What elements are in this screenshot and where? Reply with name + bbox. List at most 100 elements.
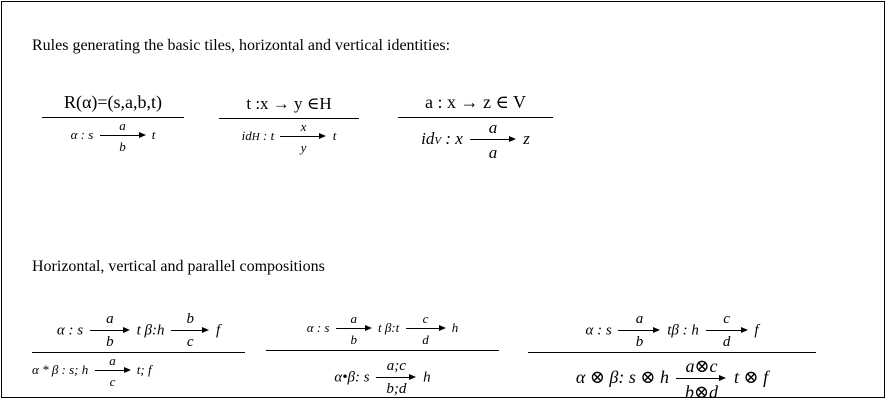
- arrow-top-label: a: [350, 311, 357, 326]
- arrow-bottom-label: d: [422, 332, 429, 347]
- premise-text: h: [451, 319, 459, 335]
- labeled-arrow: a c: [94, 353, 131, 389]
- subscript: V: [434, 134, 442, 147]
- horizontal-identity-rule: t :x → y ∈H idH : t x y t: [219, 94, 359, 154]
- conclusion-text: α•β: s: [334, 369, 370, 386]
- conclusion-text: t; f: [136, 361, 152, 377]
- arrow-bottom-label: a: [488, 143, 498, 162]
- arrow-top-label: a: [488, 118, 498, 137]
- basic-tile-conclusion: α : s a b t: [42, 118, 184, 153]
- horizontal-composition-rule: α : s a b t β:h b c f α * β : s; h a c t…: [32, 312, 245, 388]
- arrow-bottom-label: c: [186, 334, 194, 350]
- arrow-top-label: a: [119, 118, 126, 133]
- arrow-icon: [405, 325, 446, 333]
- labeled-arrow: a b: [89, 311, 130, 350]
- conclusion-text: : x: [445, 128, 463, 148]
- arrow-icon: [618, 327, 661, 335]
- basic-rules-heading: Rules generating the basic tiles, horizo…: [32, 37, 451, 54]
- labeled-arrow: a⊗c b⊗d: [676, 356, 727, 402]
- vertical-identity-conclusion: idV : x a a z: [398, 118, 553, 161]
- arrow-bottom-label: b⊗d: [684, 382, 719, 402]
- basic-tile-premise: R(α)=(s,a,b,t): [63, 92, 163, 112]
- conclusion-text: α ⊗ β: s ⊗ h: [575, 367, 669, 388]
- arrow-top-label: c: [723, 311, 730, 327]
- conclusion-text: t: [151, 126, 156, 142]
- labeled-arrow: c d: [705, 311, 748, 350]
- labeled-arrow: a b: [99, 118, 146, 154]
- inference-line: [398, 117, 553, 118]
- conclusion-text: α * β : s; h: [32, 361, 89, 377]
- arrow-bottom-label: y: [300, 140, 307, 155]
- inference-line: [266, 350, 499, 351]
- vertical-composition-premise: α : s a b t β:t c d h: [266, 312, 499, 350]
- arrow-bottom-label: b: [350, 332, 357, 347]
- arrow-top-label: c: [422, 311, 429, 326]
- arrow-icon: [99, 132, 146, 140]
- premise-text: α : s: [585, 322, 612, 339]
- arrow-icon: [705, 327, 748, 335]
- vertical-composition-conclusion: α•β: s a;c b;d h: [266, 351, 499, 397]
- arrow-icon: [335, 325, 372, 333]
- inference-line: [32, 352, 245, 353]
- horizontal-identity-premise: t :x → y ∈H: [246, 94, 332, 113]
- arrow-top-label: b: [186, 311, 194, 327]
- arrow-top-label: a: [109, 353, 116, 368]
- labeled-arrow: a b: [618, 311, 661, 350]
- premise-text: f: [215, 322, 221, 339]
- conclusion-text: h: [423, 369, 431, 386]
- arrow-icon: [89, 327, 130, 335]
- labeled-arrow: a;c b;d: [376, 358, 417, 397]
- arrow-icon: [171, 327, 210, 335]
- vertical-composition-rule: α : s a b t β:t c d h α•β: s a;c b;d h: [266, 312, 499, 397]
- arrow-top-label: a: [635, 311, 644, 327]
- premise-text: t β:h: [136, 322, 165, 339]
- conclusion-text: id: [241, 127, 252, 143]
- basic-tile-rule: R(α)=(s,a,b,t) α : s a b t: [42, 92, 184, 153]
- arrow-icon: [94, 367, 131, 375]
- arrow-bottom-label: b: [635, 334, 644, 350]
- arrow-icon: [676, 375, 727, 383]
- subscript: H: [251, 130, 260, 143]
- arrow-top-label: a;c: [386, 358, 406, 374]
- vertical-identity-premise: a : x → z ∈ V: [425, 92, 526, 112]
- arrow-icon: [280, 133, 327, 141]
- conclusion-text: z: [523, 128, 530, 148]
- arrow-bottom-label: d: [722, 334, 731, 350]
- premise-text: α : s: [56, 322, 84, 339]
- conclusion-text: t: [332, 127, 337, 143]
- conclusion-text: α : s: [70, 126, 94, 142]
- conclusion-text: id: [421, 128, 435, 148]
- premise-text: f: [754, 322, 759, 339]
- premise-text: α : s: [306, 319, 330, 335]
- labeled-arrow: c d: [405, 311, 446, 347]
- arrow-top-label: a: [106, 311, 114, 327]
- inference-line: [42, 117, 184, 118]
- inference-line: [219, 118, 359, 119]
- arrow-bottom-label: b;d: [386, 381, 407, 397]
- premise-text: tβ : h: [667, 322, 699, 339]
- horizontal-composition-conclusion: α * β : s; h a c t; f: [32, 353, 245, 388]
- inference-line: [528, 352, 816, 353]
- conclusion-text: : t: [263, 127, 275, 143]
- arrow-top-label: a⊗c: [685, 356, 718, 376]
- arrow-bottom-label: c: [109, 374, 116, 389]
- parallel-composition-conclusion: α ⊗ β: s ⊗ h a⊗c b⊗d t ⊗ f: [528, 353, 816, 401]
- arrow-bottom-label: b: [119, 139, 126, 154]
- labeled-arrow: x y: [280, 119, 327, 155]
- labeled-arrow: a a: [470, 118, 517, 162]
- arrow-top-label: x: [300, 119, 307, 134]
- parallel-composition-premise: α : s a b tβ : h c d f: [528, 312, 816, 352]
- conclusion-text: t ⊗ f: [733, 367, 769, 388]
- labeled-arrow: a b: [335, 311, 372, 347]
- arrow-icon: [470, 136, 517, 144]
- horizontal-composition-premise: α : s a b t β:h b c f: [32, 312, 245, 352]
- arrow-icon: [376, 374, 417, 382]
- arrow-bottom-label: b: [106, 334, 114, 350]
- vertical-identity-rule: a : x → z ∈ V idV : x a a z: [398, 92, 553, 161]
- horizontal-identity-conclusion: idH : t x y t: [219, 119, 359, 154]
- premise-text: t β:t: [377, 319, 400, 335]
- parallel-composition-rule: α : s a b tβ : h c d f α ⊗ β: s ⊗ h a⊗c …: [528, 312, 816, 401]
- compositions-heading: Horizontal, vertical and parallel compos…: [32, 258, 325, 275]
- labeled-arrow: b c: [171, 311, 210, 350]
